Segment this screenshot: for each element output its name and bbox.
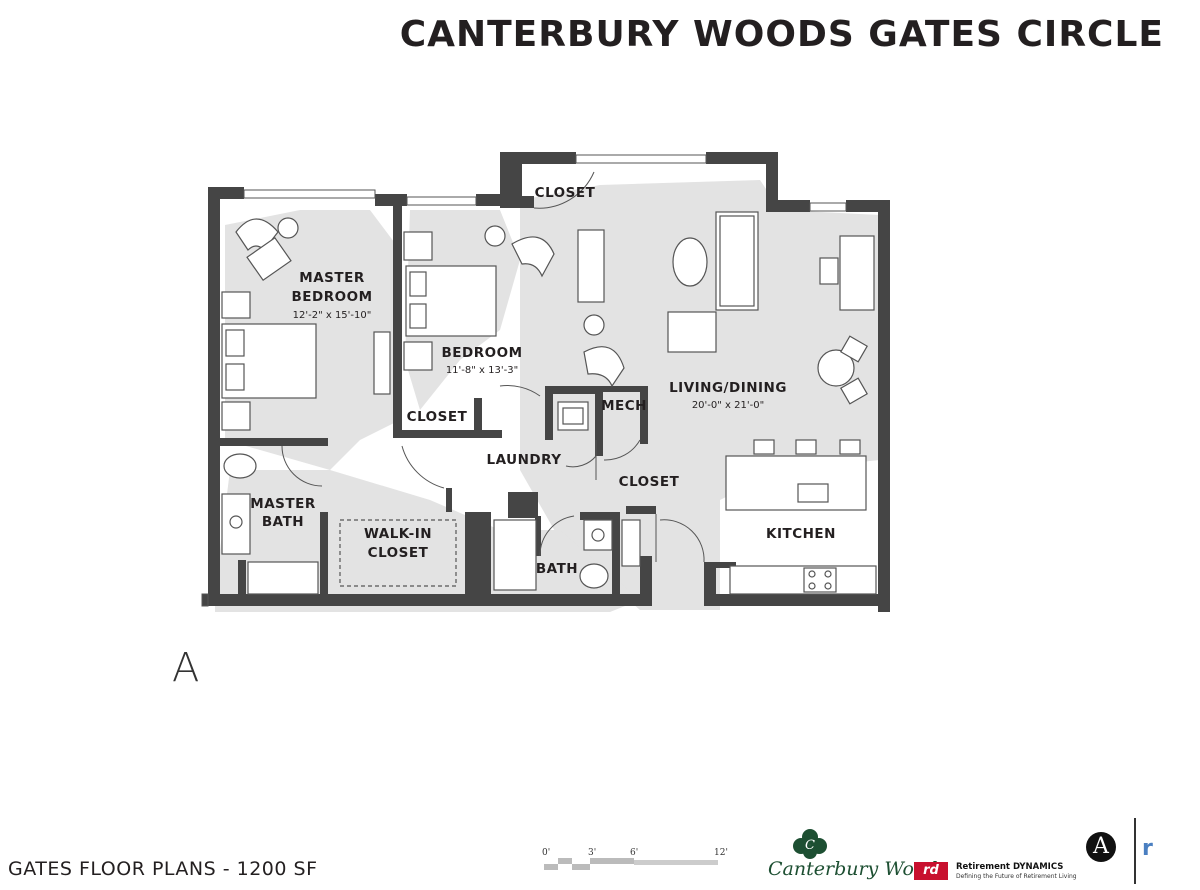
- label-closet-hall: CLOSET: [619, 474, 680, 490]
- scale-label-6: 6': [630, 848, 639, 858]
- label-master-bath-1: MASTER: [250, 496, 316, 512]
- floor-plan: MASTER BEDROOM 12'-2" x 15'-10" BEDROOM …: [201, 152, 890, 612]
- coffee-table: [672, 237, 708, 287]
- toilet-master: [223, 453, 257, 479]
- label-kitchen: KITCHEN: [766, 526, 836, 542]
- scale-label-12: 12': [714, 848, 728, 858]
- scale-bar-graphic: [544, 858, 718, 870]
- desk: [839, 235, 875, 311]
- label-walk-in-1: WALK-IN: [364, 526, 432, 542]
- label-closet-bedroom: CLOSET: [407, 409, 468, 425]
- dresser: [373, 331, 391, 395]
- label-bath: BATH: [536, 561, 578, 577]
- label-bedroom: BEDROOM: [442, 345, 523, 361]
- rd-name: Retirement DYNAMICS: [956, 862, 1064, 872]
- label-master-bedroom-1: MASTER: [299, 270, 365, 286]
- unit-letter: A: [172, 645, 200, 691]
- canterbury-woods-text: Canterbury Woods: [768, 858, 948, 880]
- label-master-bath-2: BATH: [262, 514, 304, 530]
- dim-bedroom: 11'-8" x 13'-3": [446, 365, 518, 376]
- retirement-dynamics-logo: rd Retirement DYNAMICS Defining the Futu…: [914, 860, 1084, 884]
- shower: [493, 519, 537, 591]
- label-living-dining: LIVING/DINING: [669, 380, 787, 396]
- page-title: CANTERBURY WOODS GATES CIRCLE: [399, 14, 1164, 55]
- label-closet-top: CLOSET: [535, 185, 596, 201]
- label-master-bedroom-2: BEDROOM: [292, 289, 373, 305]
- footer-plan-title: GATES FLOOR PLANS - 1200 SF: [8, 858, 318, 880]
- walls: [208, 152, 890, 612]
- logo-divider: [1134, 818, 1136, 884]
- label-mech: MECH: [601, 398, 647, 414]
- scale-label-0: 0': [542, 848, 551, 858]
- room-labels: MASTER BEDROOM 12'-2" x 15'-10" BEDROOM …: [250, 185, 836, 577]
- dim-master-bedroom: 12'-2" x 15'-10": [293, 310, 372, 321]
- armchair: [667, 311, 717, 353]
- toilet-bath: [579, 563, 609, 589]
- windows: [201, 154, 847, 607]
- label-laundry: LAUNDRY: [486, 452, 561, 468]
- kitchen-counter: [729, 565, 877, 595]
- tub-master: [247, 561, 319, 595]
- rd-mark: rd: [914, 862, 948, 880]
- kitchen-island: [725, 455, 867, 511]
- scale-bar: 0' 3' 6' 12': [540, 848, 740, 878]
- canterbury-woods-logo: C Canterbury Woods: [768, 828, 947, 884]
- svg-text:C: C: [805, 838, 815, 853]
- dining-table: [817, 349, 855, 387]
- clover-icon: C: [793, 829, 827, 859]
- architect-a-logo: A: [1086, 832, 1116, 862]
- doors: [281, 171, 705, 563]
- dim-living-dining: 20'-0" x 21'-0": [692, 400, 764, 411]
- furniture: [221, 211, 877, 595]
- scale-label-3: 3': [588, 848, 597, 858]
- rd-tagline: Defining the Future of Retirement Living: [956, 873, 1077, 880]
- label-walk-in-2: CLOSET: [368, 545, 429, 561]
- architect-r-logo: r: [1142, 836, 1153, 861]
- media-console: [577, 229, 605, 303]
